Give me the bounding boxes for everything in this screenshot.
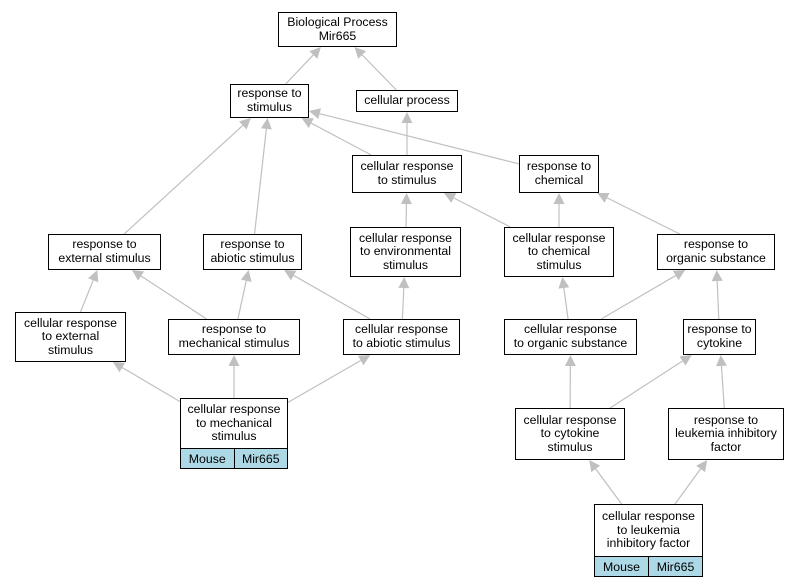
node-cellular-response-to-stimulus[interactable]: cellular response to stimulus — [352, 155, 462, 193]
edge-arrowhead — [309, 108, 321, 119]
edge-line — [401, 287, 405, 320]
edge-line — [79, 279, 94, 313]
edge-line — [285, 54, 314, 85]
edge-line — [122, 367, 181, 403]
node-label: cellular response to environmental stimu… — [359, 230, 452, 272]
edge-arrowhead — [696, 460, 708, 473]
edge-line — [293, 274, 371, 320]
edge-arrowhead — [260, 118, 272, 130]
node-response-to-abiotic-stimulus[interactable]: response to abiotic stimulus — [203, 234, 302, 270]
edge-line — [716, 280, 720, 320]
edge-arrowhead — [711, 270, 723, 282]
edge-arrowhead — [354, 47, 367, 59]
annotation-tags: Mouse Mir665 — [181, 448, 287, 468]
edge-arrowhead — [564, 355, 576, 366]
edge-arrowhead — [398, 277, 410, 289]
edge-line — [609, 360, 683, 409]
node-cellular-response-to-environmental-stimulus[interactable]: cellular response to environmental stimu… — [350, 227, 461, 277]
edge-line — [310, 122, 372, 156]
node-label: cellular response to chemical stimulus — [512, 230, 606, 272]
edge-arrowhead — [284, 270, 297, 281]
edge-line — [595, 468, 623, 505]
node-cellular-response-to-external-stimulus[interactable]: cellular response to external stimulus — [15, 312, 126, 362]
node-response-to-mechanical-stimulus[interactable]: response to mechanical stimulus — [168, 319, 300, 355]
node-label: response to chemical — [526, 159, 592, 187]
edge-line — [453, 197, 511, 228]
node-cellular-process[interactable]: cellular process — [356, 90, 458, 112]
edge-arrowhead — [716, 355, 727, 367]
edge-line — [319, 113, 520, 165]
edge-arrowhead — [401, 112, 413, 123]
node-response-to-chemical[interactable]: response to chemical — [519, 155, 599, 193]
node-label: response to abiotic stimulus — [210, 237, 295, 265]
edge-arrowhead — [597, 193, 610, 203]
node-response-to-cytokine[interactable]: response to cytokine — [683, 319, 756, 355]
edge-arrowhead — [309, 47, 321, 59]
node-label: response to stimulus — [237, 86, 302, 114]
node-response-to-organic-substance[interactable]: response to organic substance — [657, 234, 775, 270]
node-label: response to cytokine — [687, 322, 752, 350]
edge-arrowhead — [240, 270, 252, 282]
node-cellular-response-to-abiotic-stimulus[interactable]: cellular response to abiotic stimulus — [343, 319, 460, 355]
edge-arrowhead — [131, 270, 145, 281]
node-cellular-response-to-leukemia-inhibitory-factor[interactable]: cellular response to leukemia inhibitory… — [594, 504, 703, 577]
edge-arrowhead — [589, 460, 601, 473]
edge-line — [140, 275, 207, 320]
node-response-to-external-stimulus[interactable]: response to external stimulus — [48, 234, 161, 270]
edge-arrowhead — [679, 355, 692, 366]
node-label: cellular process — [364, 93, 450, 108]
edge-arrowhead — [558, 277, 570, 289]
edge-arrowhead — [672, 270, 686, 281]
node-label: response to organic substance — [666, 237, 766, 265]
edge-line — [674, 468, 702, 505]
gene-tag[interactable]: Mir665 — [648, 557, 702, 576]
node-label: cellular response to abiotic stimulus — [352, 322, 451, 350]
node-label: cellular response to stimulus — [360, 159, 454, 187]
node-label: cellular response to mechanical stimulus — [187, 402, 281, 444]
edge-arrowhead — [112, 362, 126, 373]
gene-tag[interactable]: Mir665 — [233, 449, 287, 468]
node-label: response to leukemia inhibitory factor — [675, 412, 777, 454]
edge-arrowhead — [444, 193, 457, 203]
edge-arrowhead — [228, 355, 240, 366]
edge-line — [123, 124, 244, 235]
node-cellular-response-to-cytokine-stimulus[interactable]: cellular response to cytokine stimulus — [515, 408, 625, 460]
node-response-to-stimulus[interactable]: response to stimulus — [230, 84, 309, 118]
edge-line — [253, 128, 267, 235]
node-cellular-response-to-organic-substance[interactable]: cellular response to organic substance — [504, 319, 637, 355]
edge-arrowhead — [88, 270, 99, 283]
edge-line — [361, 54, 397, 91]
node-label: cellular response to external stimulus — [24, 315, 117, 357]
node-label: cellular response to organic substance — [513, 322, 628, 350]
edge-arrowhead — [301, 118, 314, 128]
edge-line — [720, 365, 725, 409]
node-cellular-response-to-chemical-stimulus[interactable]: cellular response to chemical stimulus — [504, 227, 614, 277]
node-label: cellular response to cytokine stimulus — [523, 412, 617, 454]
node-label: Biological Process Mir665 — [287, 14, 388, 43]
edge-arrowhead — [553, 193, 565, 204]
edge-arrowhead — [239, 118, 251, 130]
edge-line — [287, 359, 362, 403]
node-biological-process-root[interactable]: Biological Process Mir665 — [278, 12, 397, 47]
node-label: response to mechanical stimulus — [178, 322, 290, 350]
edge-line — [606, 197, 681, 235]
node-label: cellular response to leukemia inhibitory… — [602, 509, 695, 551]
node-cellular-response-to-mechanical-stimulus[interactable]: cellular response to mechanical stimulus… — [180, 398, 288, 469]
node-label: response to external stimulus — [58, 237, 151, 265]
edge-arrowhead — [400, 193, 412, 205]
edge-line — [563, 287, 569, 320]
organism-tag[interactable]: Mouse — [595, 557, 648, 576]
edge-arrowhead — [358, 355, 371, 366]
edge-line — [237, 280, 247, 320]
annotation-tags: Mouse Mir665 — [595, 556, 702, 576]
organism-tag[interactable]: Mouse — [181, 449, 234, 468]
edge-line — [601, 275, 676, 320]
node-response-to-leukemia-inhibitory-factor[interactable]: response to leukemia inhibitory factor — [668, 408, 784, 460]
